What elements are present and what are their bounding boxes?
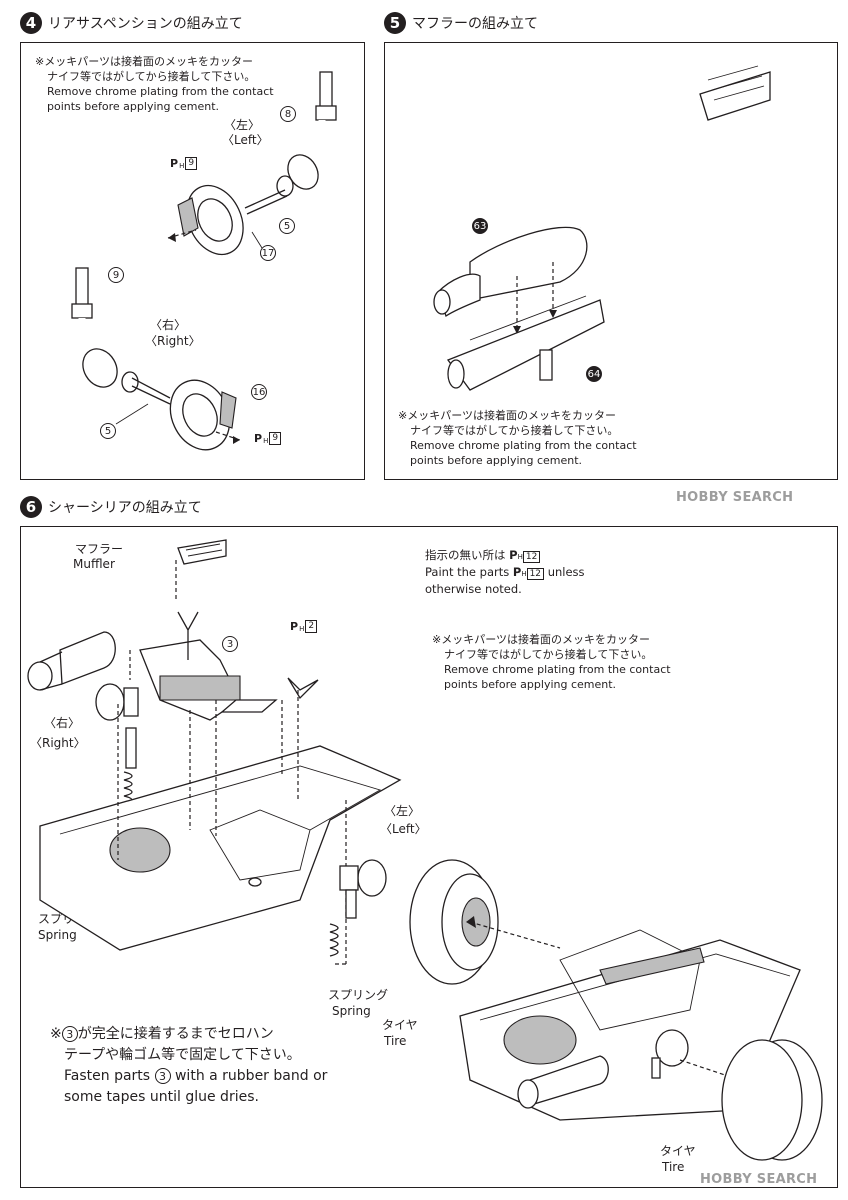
- muffler-illustration: [433, 65, 771, 391]
- step-title: リアサスペンションの組み立て: [48, 16, 243, 32]
- step-6-header: 6 シャーシリアの組み立て: [20, 496, 202, 518]
- left-label-jp: 〈左〉: [384, 804, 421, 818]
- paint-h-icon: H: [263, 436, 269, 445]
- muffler-label-en: Muffler: [73, 557, 115, 571]
- part-3-callout: 3: [222, 636, 238, 652]
- tire-label-en-2: Tire: [662, 1160, 685, 1174]
- part-5b-callout: 5: [100, 423, 116, 439]
- spring-label-en-2: Spring: [332, 1004, 371, 1018]
- hobby-search-watermark: HOBBY SEARCH: [700, 1172, 818, 1187]
- note-jp-line1: ※メッキパーツは接着面のメッキをカッター: [35, 55, 253, 68]
- hobby-search-watermark: HOBBY SEARCH: [676, 490, 794, 505]
- assembled-chassis-illustration: [409, 859, 823, 1161]
- note-jp-line1: ※メッキパーツは接着面のメッキをカッター: [398, 409, 616, 422]
- part-64-callout: 64: [586, 366, 602, 382]
- right-label-en: 〈Right〉: [30, 736, 86, 750]
- part-5-callout: 5: [279, 218, 295, 234]
- note-en-line1: Remove chrome plating from the contact: [410, 439, 637, 452]
- left-suspension-illustration: [167, 71, 337, 256]
- right-label-jp: 〈右〉: [150, 318, 187, 332]
- spring-label-jp-2: スプリング: [328, 988, 389, 1002]
- right-label-jp: 〈右〉: [44, 716, 81, 730]
- left-label-en: 〈Left〉: [222, 133, 269, 147]
- note-en-line1: Remove chrome plating from the contact: [47, 85, 274, 98]
- paint-number: 9: [269, 432, 282, 445]
- left-label-jp: 〈左〉: [224, 118, 261, 132]
- fasten-note-en1: Fasten parts 3 with a rubber band or: [64, 1068, 328, 1084]
- exploded-chassis-illustration: [27, 539, 402, 965]
- chrome-note-step5: ※メッキパーツは接着面のメッキをカッター ナイフ等ではがしてから接着して下さい。…: [398, 408, 637, 468]
- tire-label-en: Tire: [384, 1034, 407, 1048]
- paint-note-en-line2: otherwise noted.: [425, 582, 522, 596]
- chrome-note-step4: ※メッキパーツは接着面のメッキをカッター ナイフ等ではがしてから接着して下さい。…: [35, 54, 274, 114]
- step-number-badge: 4: [20, 12, 42, 34]
- paint-h-icon: H: [179, 161, 185, 170]
- tire-label-jp-2: タイヤ: [660, 1144, 696, 1158]
- note-en-line2: points before applying cement.: [410, 454, 583, 467]
- note-en-line2: points before applying cement.: [444, 678, 617, 691]
- right-suspension-illustration: [71, 267, 241, 451]
- paint-p-icon: P: [170, 157, 179, 170]
- part-3-inline-callout: 3: [154, 1068, 171, 1084]
- paint-number: 9: [185, 157, 198, 170]
- fasten-note-en2: some tapes until glue dries.: [64, 1089, 259, 1105]
- chrome-note-step6: ※メッキパーツは接着面のメッキをカッター ナイフ等ではがしてから接着して下さい。…: [432, 632, 671, 692]
- step-5-panel: [384, 42, 838, 480]
- part-16-callout: 16: [251, 384, 267, 400]
- tire-label-jp: タイヤ: [382, 1018, 418, 1032]
- step-5-header: 5 マフラーの組み立て: [384, 12, 538, 34]
- muffler-label-jp: マフラー: [75, 542, 124, 556]
- step-number-badge: 6: [20, 496, 42, 518]
- step-number-badge: 5: [384, 12, 406, 34]
- note-jp-line2: ナイフ等ではがしてから接着して下さい。: [444, 648, 653, 661]
- part-17-callout: 17: [260, 245, 276, 261]
- left-label-en: 〈Left〉: [380, 822, 427, 836]
- paint-h-icon: H: [299, 624, 305, 633]
- part-3-inline-callout: 3: [61, 1026, 78, 1042]
- note-jp-line2: ナイフ等ではがしてから接着して下さい。: [410, 424, 619, 437]
- step-4-header: 4 リアサスペンションの組み立て: [20, 12, 243, 34]
- paint-p-icon: P: [290, 620, 299, 633]
- step-title: マフラーの組み立て: [412, 16, 538, 32]
- paint-p-icon: P: [254, 432, 263, 445]
- note-en-line1: Remove chrome plating from the contact: [444, 663, 671, 676]
- note-jp-line2: ナイフ等ではがしてから接着して下さい。: [47, 70, 256, 83]
- step-title: シャーシリアの組み立て: [48, 500, 202, 516]
- right-label-en: 〈Right〉: [145, 334, 201, 348]
- part-63-callout: 63: [472, 218, 488, 234]
- note-en-line2: points before applying cement.: [47, 100, 220, 113]
- fasten-note-jp2: テープや輪ゴム等で固定して下さい。: [64, 1047, 301, 1063]
- part-9-callout: 9: [108, 267, 124, 283]
- note-jp-line1: ※メッキパーツは接着面のメッキをカッター: [432, 633, 650, 646]
- spring-label-en: Spring: [38, 928, 77, 942]
- part-8-callout: 8: [280, 106, 296, 122]
- paint-number: 2: [305, 620, 318, 633]
